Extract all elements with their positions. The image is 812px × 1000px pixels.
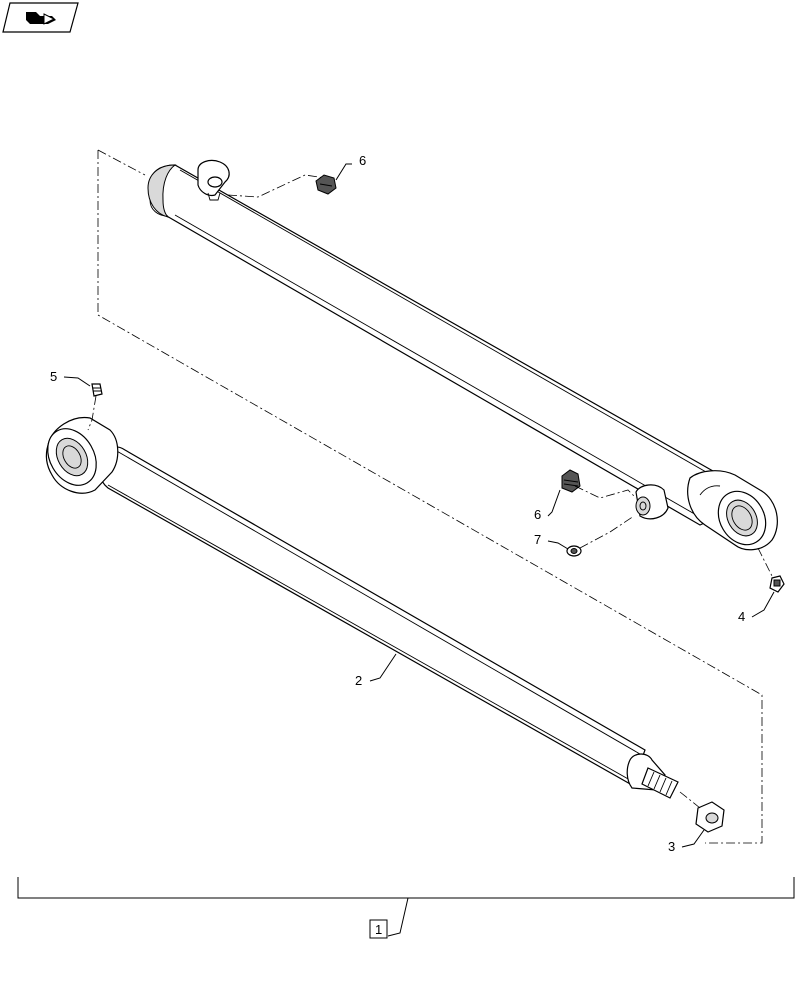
callout-6-lower: 6 <box>534 507 541 522</box>
callout-2: 2 <box>355 673 362 688</box>
assembly-boundary <box>97 149 763 844</box>
cylinder-barrel[interactable] <box>147 164 735 526</box>
piston-rod[interactable] <box>97 446 679 799</box>
rod-eye[interactable] <box>38 417 119 494</box>
assembly-bracket <box>17 877 795 939</box>
grease-fitting-part-4[interactable] <box>769 575 785 593</box>
barrel-clevis-eye[interactable] <box>687 470 778 554</box>
fitting-part-6-top[interactable] <box>315 174 337 195</box>
alignment-lines <box>87 395 773 809</box>
nut-part-3[interactable] <box>695 801 725 833</box>
callout-4: 4 <box>738 609 745 624</box>
fitting-part-6-lower[interactable] <box>561 469 581 493</box>
callout-3: 3 <box>668 839 675 854</box>
callout-6-top: 6 <box>359 153 366 168</box>
fitting-part-7[interactable] <box>566 545 582 557</box>
callout-1: 1 <box>375 922 382 937</box>
navigation-icon[interactable] <box>2 2 79 33</box>
callout-5: 5 <box>50 369 57 384</box>
barrel-port-boss[interactable] <box>635 484 669 520</box>
callout-7: 7 <box>534 532 541 547</box>
leader-lines <box>63 163 775 848</box>
barrel-port-fitting[interactable] <box>197 159 230 201</box>
grease-fitting-part-5[interactable] <box>91 383 103 397</box>
